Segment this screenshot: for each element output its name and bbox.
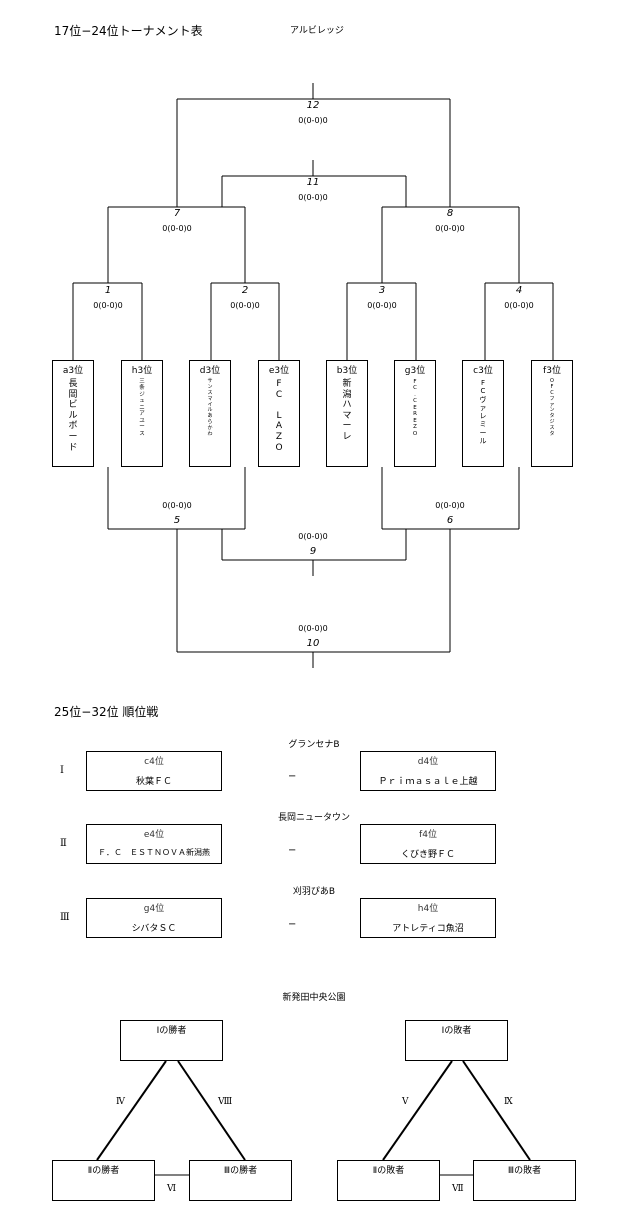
match-number: 6 (446, 515, 454, 526)
league-box-label: Ⅰの敗者 (441, 1026, 472, 1036)
team-box: d3位 サ ン ス マ イ ル あ ら か わ (189, 360, 231, 467)
round-label: Ⅰ (60, 765, 64, 776)
edge-label: Ⅴ (402, 1097, 409, 1107)
match-venue: グランセナB (288, 740, 340, 750)
league-box-left: Ⅱの勝者 (52, 1160, 155, 1201)
team-seed: e4位 (143, 830, 165, 840)
team-box: c3位 F C ヴ ァ レ ミ ー ル (462, 360, 504, 467)
league-box-label: Ⅲの勝者 (223, 1166, 258, 1176)
edge-label: Ⅶ (452, 1184, 464, 1194)
team-name: Ｆ．Ｃ ＥＳＴＮＯＶＡ新潟燕 (98, 848, 210, 857)
team-box: a3位 長 岡 ビ ル ボ ー ド (52, 360, 94, 467)
team-box: h3位 三 条 ジ ュ ニ ア ユ ー ス (121, 360, 163, 467)
vs-dash: − (288, 919, 297, 930)
league-box-left: Ⅱの敗者 (337, 1160, 440, 1201)
team-seed: a3位 (62, 366, 84, 376)
team-seed: f3位 (543, 366, 561, 376)
team-box-right: h4位 アトレティコ魚沼 (360, 898, 496, 938)
team-seed: g3位 (404, 366, 426, 376)
match-number: 12 (306, 100, 320, 111)
team-name: 秋葉ＦＣ (135, 777, 172, 787)
team-seed: g4位 (143, 904, 165, 914)
match-number: 3 (378, 285, 386, 296)
edge-label: Ⅷ (218, 1097, 233, 1107)
league-box-label: Ⅱの敗者 (372, 1166, 405, 1176)
league-box-right: Ⅲの勝者 (189, 1160, 292, 1201)
team-seed: c4位 (144, 757, 164, 767)
match-number: 10 (306, 638, 320, 649)
league-box-label: Ⅰの勝者 (156, 1026, 187, 1036)
match-venue: 刈羽ぴあB (292, 887, 336, 897)
match-score: 0(0-0)0 (230, 301, 260, 310)
round-label: Ⅱ (60, 838, 67, 849)
team-seed: d3位 (199, 366, 221, 376)
team-box: b3位 新 潟 ハ マ ー レ (326, 360, 368, 467)
match-score: 0(0-0)0 (298, 624, 328, 633)
team-name: 新 潟 ハ マ ー レ (342, 379, 352, 443)
team-name: アトレティコ魚沼 (392, 924, 464, 934)
league-box-top: Ⅰの敗者 (405, 1020, 508, 1061)
team-seed: e3位 (268, 366, 290, 376)
team-box: f3位 O F C フ ァ ン タ ジ ス タ (531, 360, 573, 467)
league-box-right: Ⅲの敗者 (473, 1160, 576, 1201)
match-number: 7 (173, 208, 181, 219)
match-number: 1 (104, 285, 112, 296)
match-score: 0(0-0)0 (298, 193, 328, 202)
match-venue: 長岡ニュータウン (277, 813, 350, 823)
team-box-left: g4位 シバタＳＣ (86, 898, 222, 938)
vs-dash: − (288, 771, 297, 782)
team-box-right: f4位 くびき野ＦＣ (360, 824, 496, 864)
team-box: e3位 F C L A Z O (258, 360, 300, 467)
team-box-left: c4位 秋葉ＦＣ (86, 751, 222, 791)
team-name: くびき野ＦＣ (400, 850, 455, 860)
match-number: 4 (515, 285, 523, 296)
team-box: g3位 F C . C E R E Z O (394, 360, 436, 467)
league-box-label: Ⅲの敗者 (507, 1166, 542, 1176)
match-score: 0(0-0)0 (435, 224, 465, 233)
team-seed: b3位 (336, 366, 358, 376)
edge-label: Ⅸ (504, 1097, 513, 1107)
team-name: Ｐｒｉｍａｓａｌｅ上越 (378, 777, 478, 787)
round-label: Ⅲ (60, 912, 70, 923)
team-name: 三 条 ジ ュ ニ ア ユ ー ス (139, 379, 145, 437)
page-title: 17位−24位トーナメント表 (54, 24, 203, 38)
match-score: 0(0-0)0 (162, 501, 192, 510)
match-score: 0(0-0)0 (298, 532, 328, 541)
match-score: 0(0-0)0 (93, 301, 123, 310)
league-box-top: Ⅰの勝者 (120, 1020, 223, 1061)
match-number: 8 (446, 208, 454, 219)
edge-label: Ⅳ (116, 1097, 125, 1107)
team-seed: c3位 (473, 366, 493, 376)
team-name: 長 岡 ビ ル ボ ー ド (68, 379, 78, 453)
match-score: 0(0-0)0 (298, 116, 328, 125)
team-seed: f4位 (419, 830, 437, 840)
team-seed: h3位 (131, 366, 153, 376)
vs-dash: − (288, 845, 297, 856)
team-box-right: d4位 Ｐｒｉｍａｓａｌｅ上越 (360, 751, 496, 791)
match-score: 0(0-0)0 (162, 224, 192, 233)
team-name: F C . C E R E Z O (412, 379, 418, 437)
match-number: 5 (173, 515, 181, 526)
match-number: 11 (306, 177, 320, 188)
team-seed: d4位 (417, 757, 439, 767)
team-box-left: e4位 Ｆ．Ｃ ＥＳＴＮＯＶＡ新潟燕 (86, 824, 222, 864)
team-name: シバタＳＣ (131, 924, 177, 934)
league-venue: 新発田中央公園 (282, 993, 346, 1003)
match-score: 0(0-0)0 (367, 301, 397, 310)
team-name: サ ン ス マ イ ル あ ら か わ (207, 378, 213, 438)
match-number: 9 (309, 546, 317, 557)
match-score: 0(0-0)0 (504, 301, 534, 310)
venue-label: アルビレッジ (290, 26, 344, 36)
team-name: F C ヴ ァ レ ミ ー ル (479, 379, 487, 445)
match-number: 2 (241, 285, 249, 296)
match-score: 0(0-0)0 (435, 501, 465, 510)
ranking-title: 25位−32位 順位戦 (54, 705, 159, 719)
league-box-label: Ⅱの勝者 (87, 1166, 120, 1176)
edge-label: Ⅵ (167, 1184, 177, 1194)
team-name: F C L A Z O (275, 379, 283, 453)
team-name: O F C フ ァ ン タ ジ ス タ (549, 378, 555, 438)
team-seed: h4位 (417, 904, 439, 914)
